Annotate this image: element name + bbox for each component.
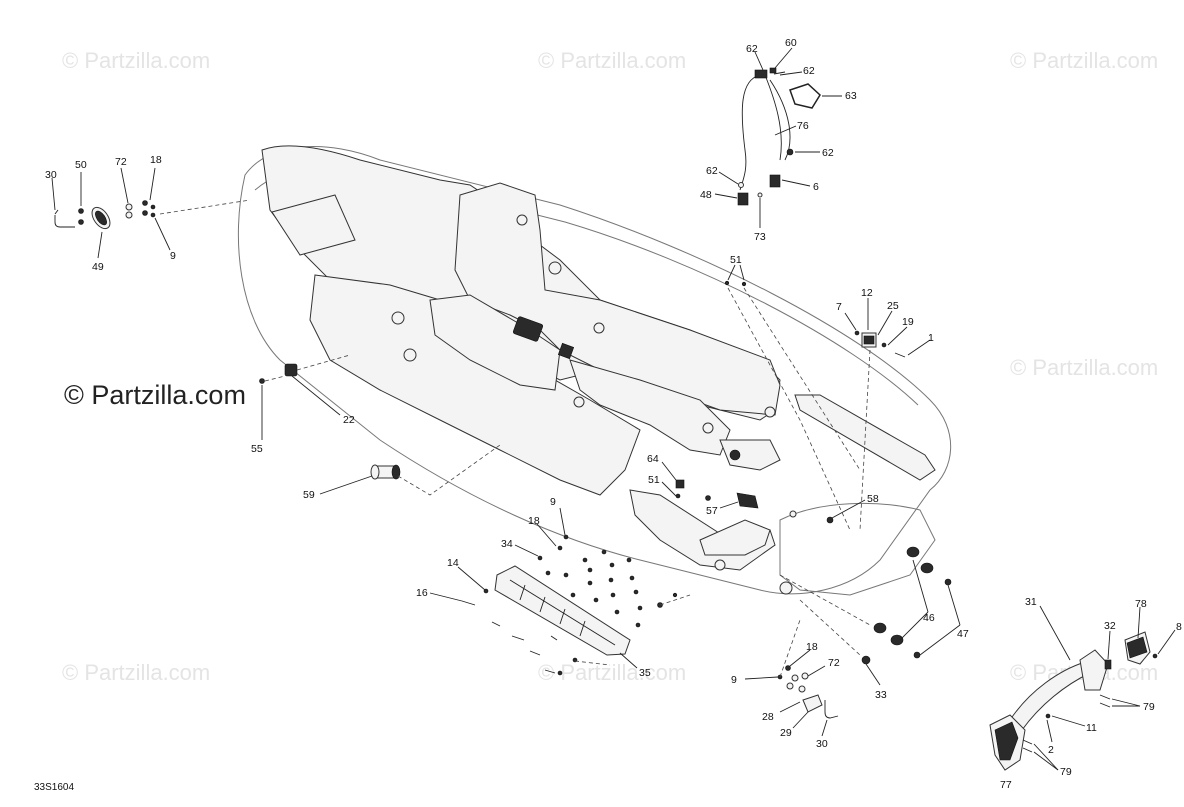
callout-28: 28 — [762, 711, 774, 723]
callout-62: 62 — [803, 65, 815, 77]
watermark: © Partzilla.com — [538, 660, 687, 685]
callout-6: 6 — [813, 181, 819, 193]
part-group-intake-grate: 9 18 34 14 16 35 — [416, 496, 691, 679]
callout-62: 62 — [822, 147, 834, 159]
callout-59: 59 — [303, 489, 315, 501]
part-group-vent-hose: 62 60 62 63 76 62 62 48 6 73 — [700, 37, 857, 243]
watermark: © Partzilla.com — [538, 48, 687, 73]
callout-29: 29 — [780, 727, 792, 739]
callout-1: 1 — [928, 332, 934, 344]
part-group-left: 55 22 59 — [251, 354, 501, 501]
callout-62: 62 — [706, 165, 718, 177]
callout-22: 22 — [343, 414, 355, 426]
callout-18: 18 — [806, 641, 818, 653]
callout-18: 18 — [528, 515, 540, 527]
callout-76: 76 — [797, 120, 809, 132]
callout-49: 49 — [92, 261, 104, 273]
part-group-center: 64 51 57 58 — [647, 453, 879, 524]
watermark: © Partzilla.com — [62, 660, 211, 685]
watermark: © Partzilla.com — [1010, 48, 1159, 73]
callout-48: 48 — [700, 189, 712, 201]
watermark: © Partzilla.com — [1010, 355, 1159, 380]
drawing-code: 33S1604 — [34, 782, 75, 793]
callout-9: 9 — [550, 496, 556, 508]
watermark: © Partzilla.com — [62, 48, 211, 73]
callout-19: 19 — [902, 316, 914, 328]
callout-79: 79 — [1060, 766, 1072, 778]
part-group-lower-center: 18 72 9 28 29 30 — [731, 619, 840, 750]
part-group-grab-handle: 31 78 32 8 79 11 2 77 79 — [989, 596, 1182, 791]
callout-16: 16 — [416, 587, 428, 599]
callout-51: 51 — [648, 474, 660, 486]
callout-18: 18 — [150, 154, 162, 166]
callout-14: 14 — [447, 557, 459, 569]
callout-62: 62 — [746, 43, 758, 55]
callout-7: 7 — [836, 301, 842, 313]
callout-9: 9 — [731, 674, 737, 686]
callout-64: 64 — [647, 453, 659, 465]
hull-deck-drawing — [237, 145, 952, 596]
callout-51: 51 — [730, 254, 742, 266]
callout-50: 50 — [75, 159, 87, 171]
part-group-top-left: 30 50 72 18 49 9 — [45, 154, 251, 273]
callout-72: 72 — [115, 156, 127, 168]
callout-73: 73 — [754, 231, 766, 243]
callout-35: 35 — [639, 667, 651, 679]
callout-30: 30 — [816, 738, 828, 750]
callout-33: 33 — [875, 689, 887, 701]
watermark-large: © Partzilla.com — [64, 380, 246, 410]
part-group-right-mid: 51 7 12 25 19 1 — [724, 254, 934, 531]
callout-77: 77 — [1000, 779, 1012, 791]
callout-9: 9 — [170, 250, 176, 262]
callout-11: 11 — [1086, 722, 1097, 734]
callout-63: 63 — [845, 90, 857, 102]
callout-8: 8 — [1176, 621, 1182, 633]
callout-46: 46 — [923, 612, 935, 624]
callout-30: 30 — [45, 169, 57, 181]
callout-78: 78 — [1135, 598, 1147, 610]
callout-2: 2 — [1048, 744, 1054, 756]
callout-55: 55 — [251, 443, 263, 455]
callout-31: 31 — [1025, 596, 1037, 608]
part-group-bumpers: 46 47 33 — [779, 546, 969, 701]
callout-47: 47 — [957, 628, 969, 640]
callout-79: 79 — [1143, 701, 1155, 713]
callout-32: 32 — [1104, 620, 1116, 632]
callout-12: 12 — [861, 287, 873, 299]
callout-57: 57 — [706, 505, 718, 517]
fastener-set — [461, 534, 691, 676]
callout-72: 72 — [828, 657, 840, 669]
callout-60: 60 — [785, 37, 797, 49]
callout-25: 25 — [887, 300, 899, 312]
callout-34: 34 — [501, 538, 513, 550]
callout-58: 58 — [867, 493, 879, 505]
